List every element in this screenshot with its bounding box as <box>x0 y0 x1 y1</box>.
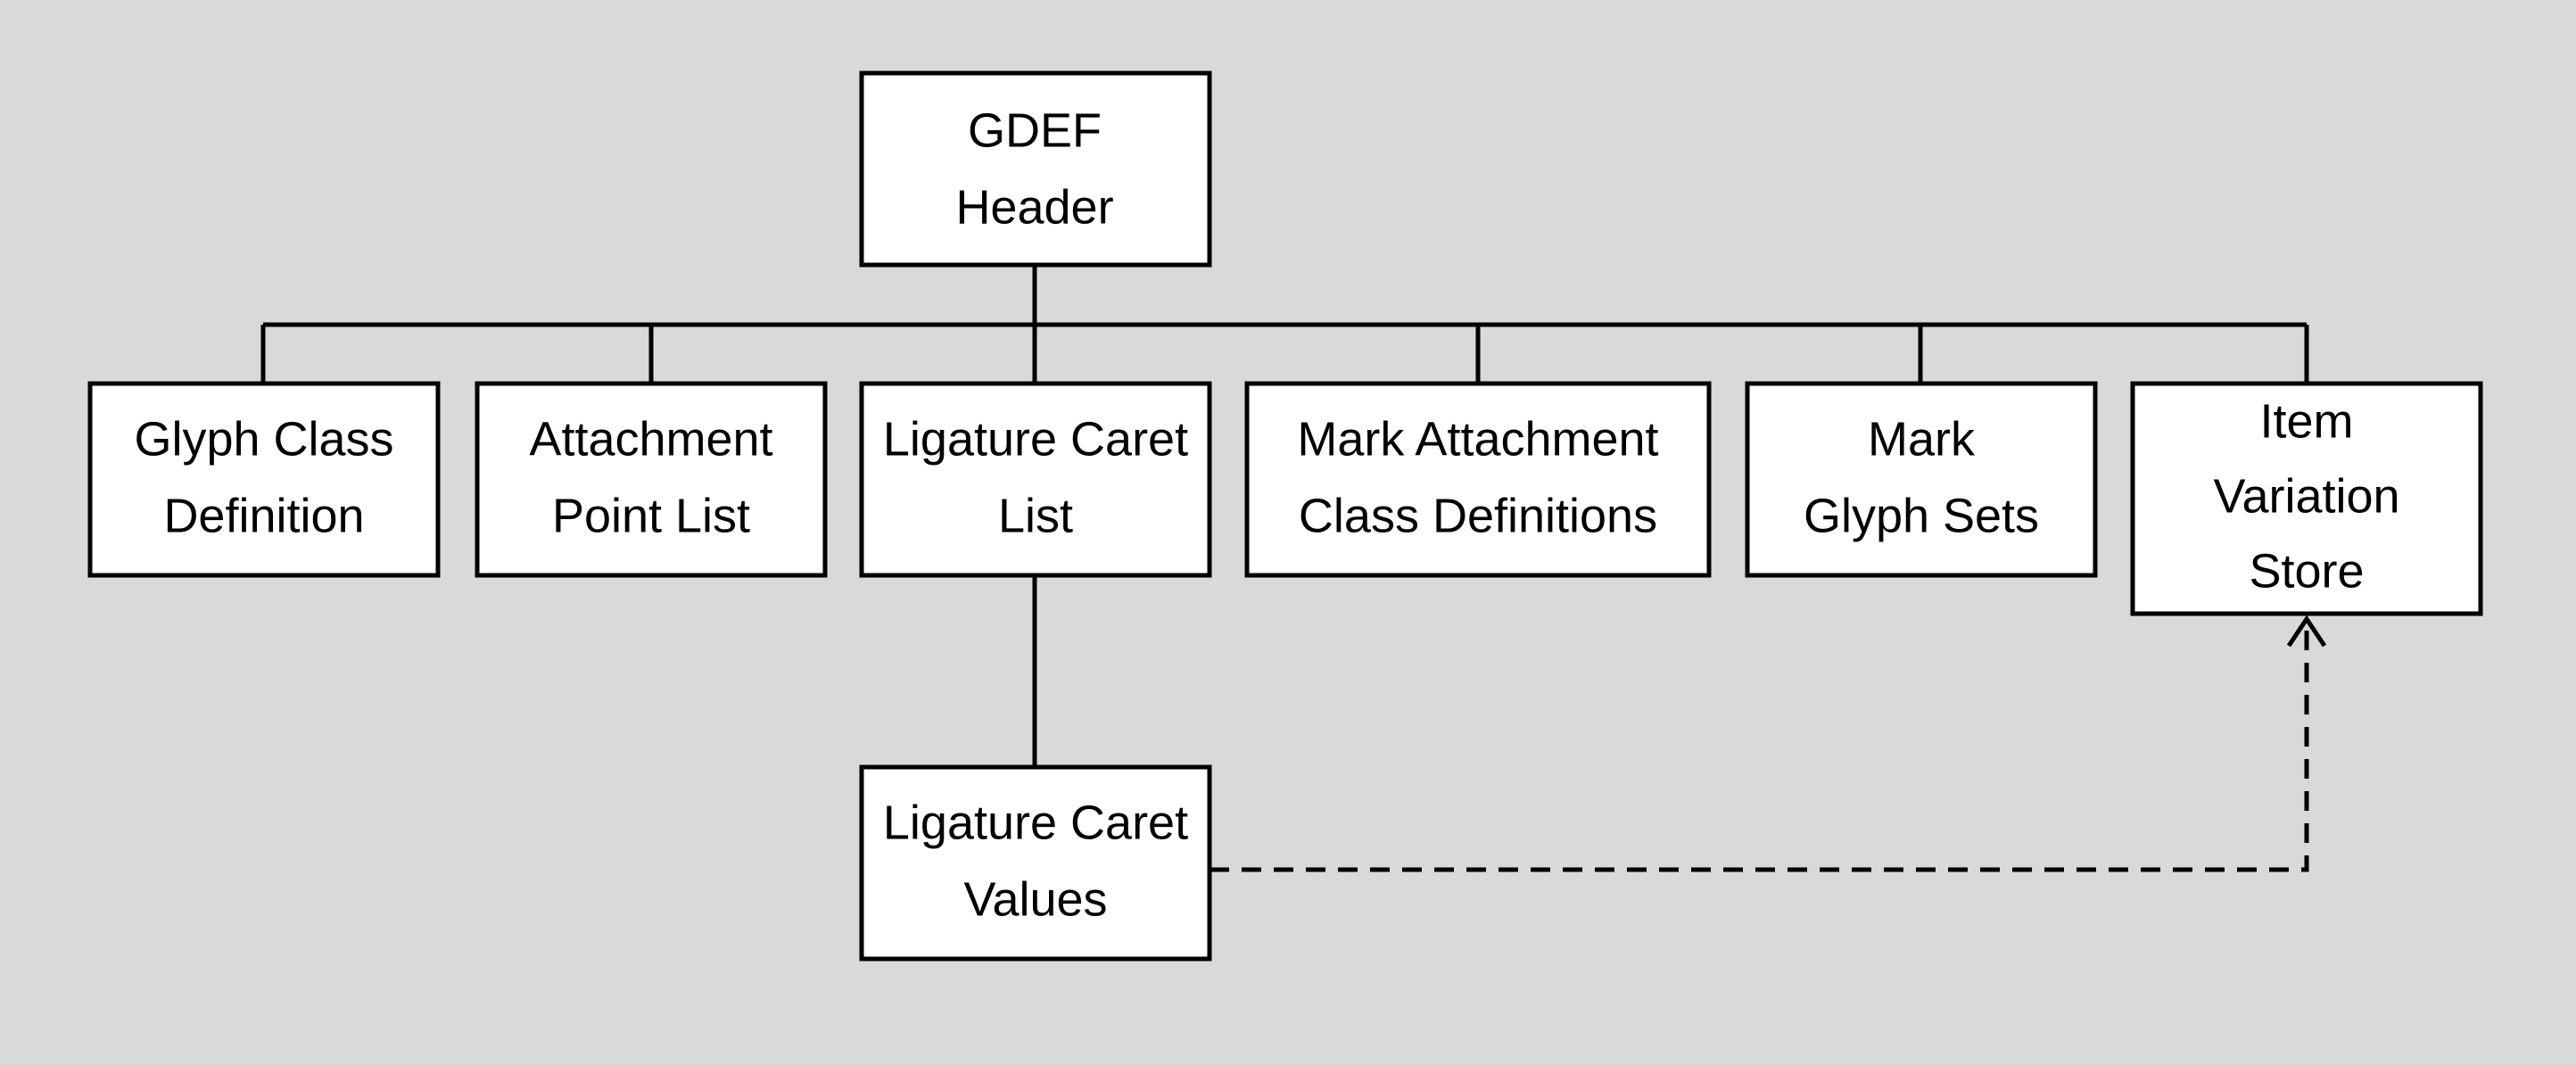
node-item-variation-store-line2: Variation <box>2213 469 2399 523</box>
edge-values-to-variation-store-dashed <box>1210 624 2309 872</box>
node-ligature-caret-list-line1: Ligature Caret <box>883 412 1188 466</box>
node-glyph-class-definition-line1: Glyph Class <box>134 412 393 466</box>
node-mark-attachment-class-definitions: Mark Attachment Class Definitions <box>1244 381 1712 578</box>
node-mark-glyph-sets-line2: Glyph Sets <box>1804 489 2039 542</box>
connectors <box>260 265 2327 872</box>
node-mark-attachment-class-definitions-line2: Class Definitions <box>1299 489 1657 542</box>
node-attachment-point-list-line2: Point List <box>552 489 750 542</box>
node-ligature-caret-list-line2: List <box>998 489 1073 542</box>
node-ligature-caret-values-line2: Values <box>963 872 1107 926</box>
node-mark-glyph-sets: Mark Glyph Sets <box>1745 381 2098 578</box>
node-item-variation-store-line3: Store <box>2249 544 2364 598</box>
node-ligature-caret-values: Ligature Caret Values <box>859 764 1212 962</box>
node-gdef-header: GDEF Header <box>859 70 1212 268</box>
node-mark-attachment-class-definitions-line1: Mark Attachment <box>1297 412 1658 466</box>
node-ligature-caret-list: Ligature Caret List <box>859 381 1212 578</box>
node-gdef-header-line1: GDEF <box>968 103 1102 157</box>
node-ligature-caret-values-line1: Ligature Caret <box>883 796 1188 849</box>
arrowhead-open <box>2286 615 2327 648</box>
node-glyph-class-definition: Glyph Class Definition <box>87 381 441 578</box>
node-attachment-point-list: Attachment Point List <box>475 381 828 578</box>
node-attachment-point-list-line1: Attachment <box>529 412 772 466</box>
node-item-variation-store-line1: Item <box>2259 394 2353 448</box>
node-gdef-header-line2: Header <box>955 180 1113 234</box>
node-mark-glyph-sets-line1: Mark <box>1868 412 1976 466</box>
node-item-variation-store: Item Variation Store <box>2130 381 2483 616</box>
node-glyph-class-definition-line2: Definition <box>163 489 364 542</box>
